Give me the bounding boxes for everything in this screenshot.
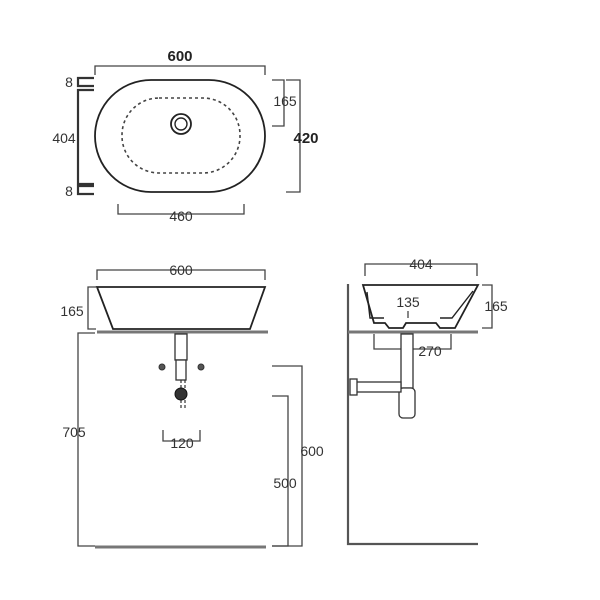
top-view: 600 8 404 8 165 420 460	[52, 48, 318, 224]
dim-line-rim-top	[76, 76, 94, 88]
dim-line-depth-total	[286, 79, 301, 193]
dim-line-drain-offset	[272, 79, 285, 127]
dim-side-base: 270	[418, 343, 442, 359]
dim-base-width: 460	[169, 208, 193, 224]
dim-line-front-width	[96, 269, 266, 280]
front-view: 600 165 120 705 600 500	[60, 262, 324, 549]
dim-drain-offset: 165	[273, 93, 297, 109]
waste-pipe-upper	[174, 333, 188, 361]
dim-side-height: 165	[484, 298, 508, 314]
basin-outline	[94, 79, 266, 193]
dim-line-rim-bottom	[76, 184, 94, 196]
drain-hole-inner	[174, 117, 188, 131]
side-view: 404 135 165 270	[346, 256, 508, 546]
wall-side	[346, 284, 478, 546]
dim-floor-to-rim: 705	[62, 424, 86, 440]
dim-line-base-width	[117, 204, 245, 215]
dim-rim-top: 8	[65, 74, 73, 90]
dim-depth-total: 420	[293, 130, 318, 147]
dim-line-floor-to-rim	[77, 332, 95, 547]
basin-side	[361, 284, 480, 329]
dim-line-side-height	[482, 284, 493, 329]
bracket-left-icon	[158, 363, 166, 371]
dim-top-width: 600	[167, 48, 192, 65]
basin-side-inner-right	[440, 290, 474, 319]
dim-floor-to-countertop: 600	[300, 443, 324, 459]
basin-front	[95, 286, 267, 330]
dim-bracket-spacing: 120	[170, 435, 194, 451]
dim-side-inner-height: 135	[396, 294, 420, 310]
siphon-outlet	[355, 381, 402, 393]
bracket-right-icon	[197, 363, 205, 371]
dim-inner-depth: 404	[52, 130, 76, 146]
dim-line-top-width	[94, 65, 266, 75]
dim-line-inner-depth	[76, 88, 94, 186]
dim-line-floor-to-countertop	[272, 365, 303, 547]
dim-rim-bottom: 8	[65, 183, 73, 199]
dim-front-width: 600	[169, 262, 193, 278]
dim-side-depth: 404	[409, 256, 433, 272]
siphon-vertical	[400, 333, 414, 389]
siphon-trap	[398, 387, 416, 419]
dim-line-front-height	[87, 286, 96, 330]
waste-pipe-lower	[175, 359, 187, 381]
siphon-wall-flange	[349, 378, 358, 396]
dim-front-height: 165	[60, 303, 84, 319]
basin-side-inner	[366, 291, 384, 319]
waste-outlet	[174, 387, 188, 401]
dim-line-bracket-spacing	[162, 430, 201, 442]
basin-inner-bowl	[121, 97, 241, 174]
dim-line-side-depth	[364, 263, 478, 276]
dim-floor-to-waste: 500	[273, 475, 297, 491]
dim-line-floor-to-waste	[272, 395, 289, 547]
